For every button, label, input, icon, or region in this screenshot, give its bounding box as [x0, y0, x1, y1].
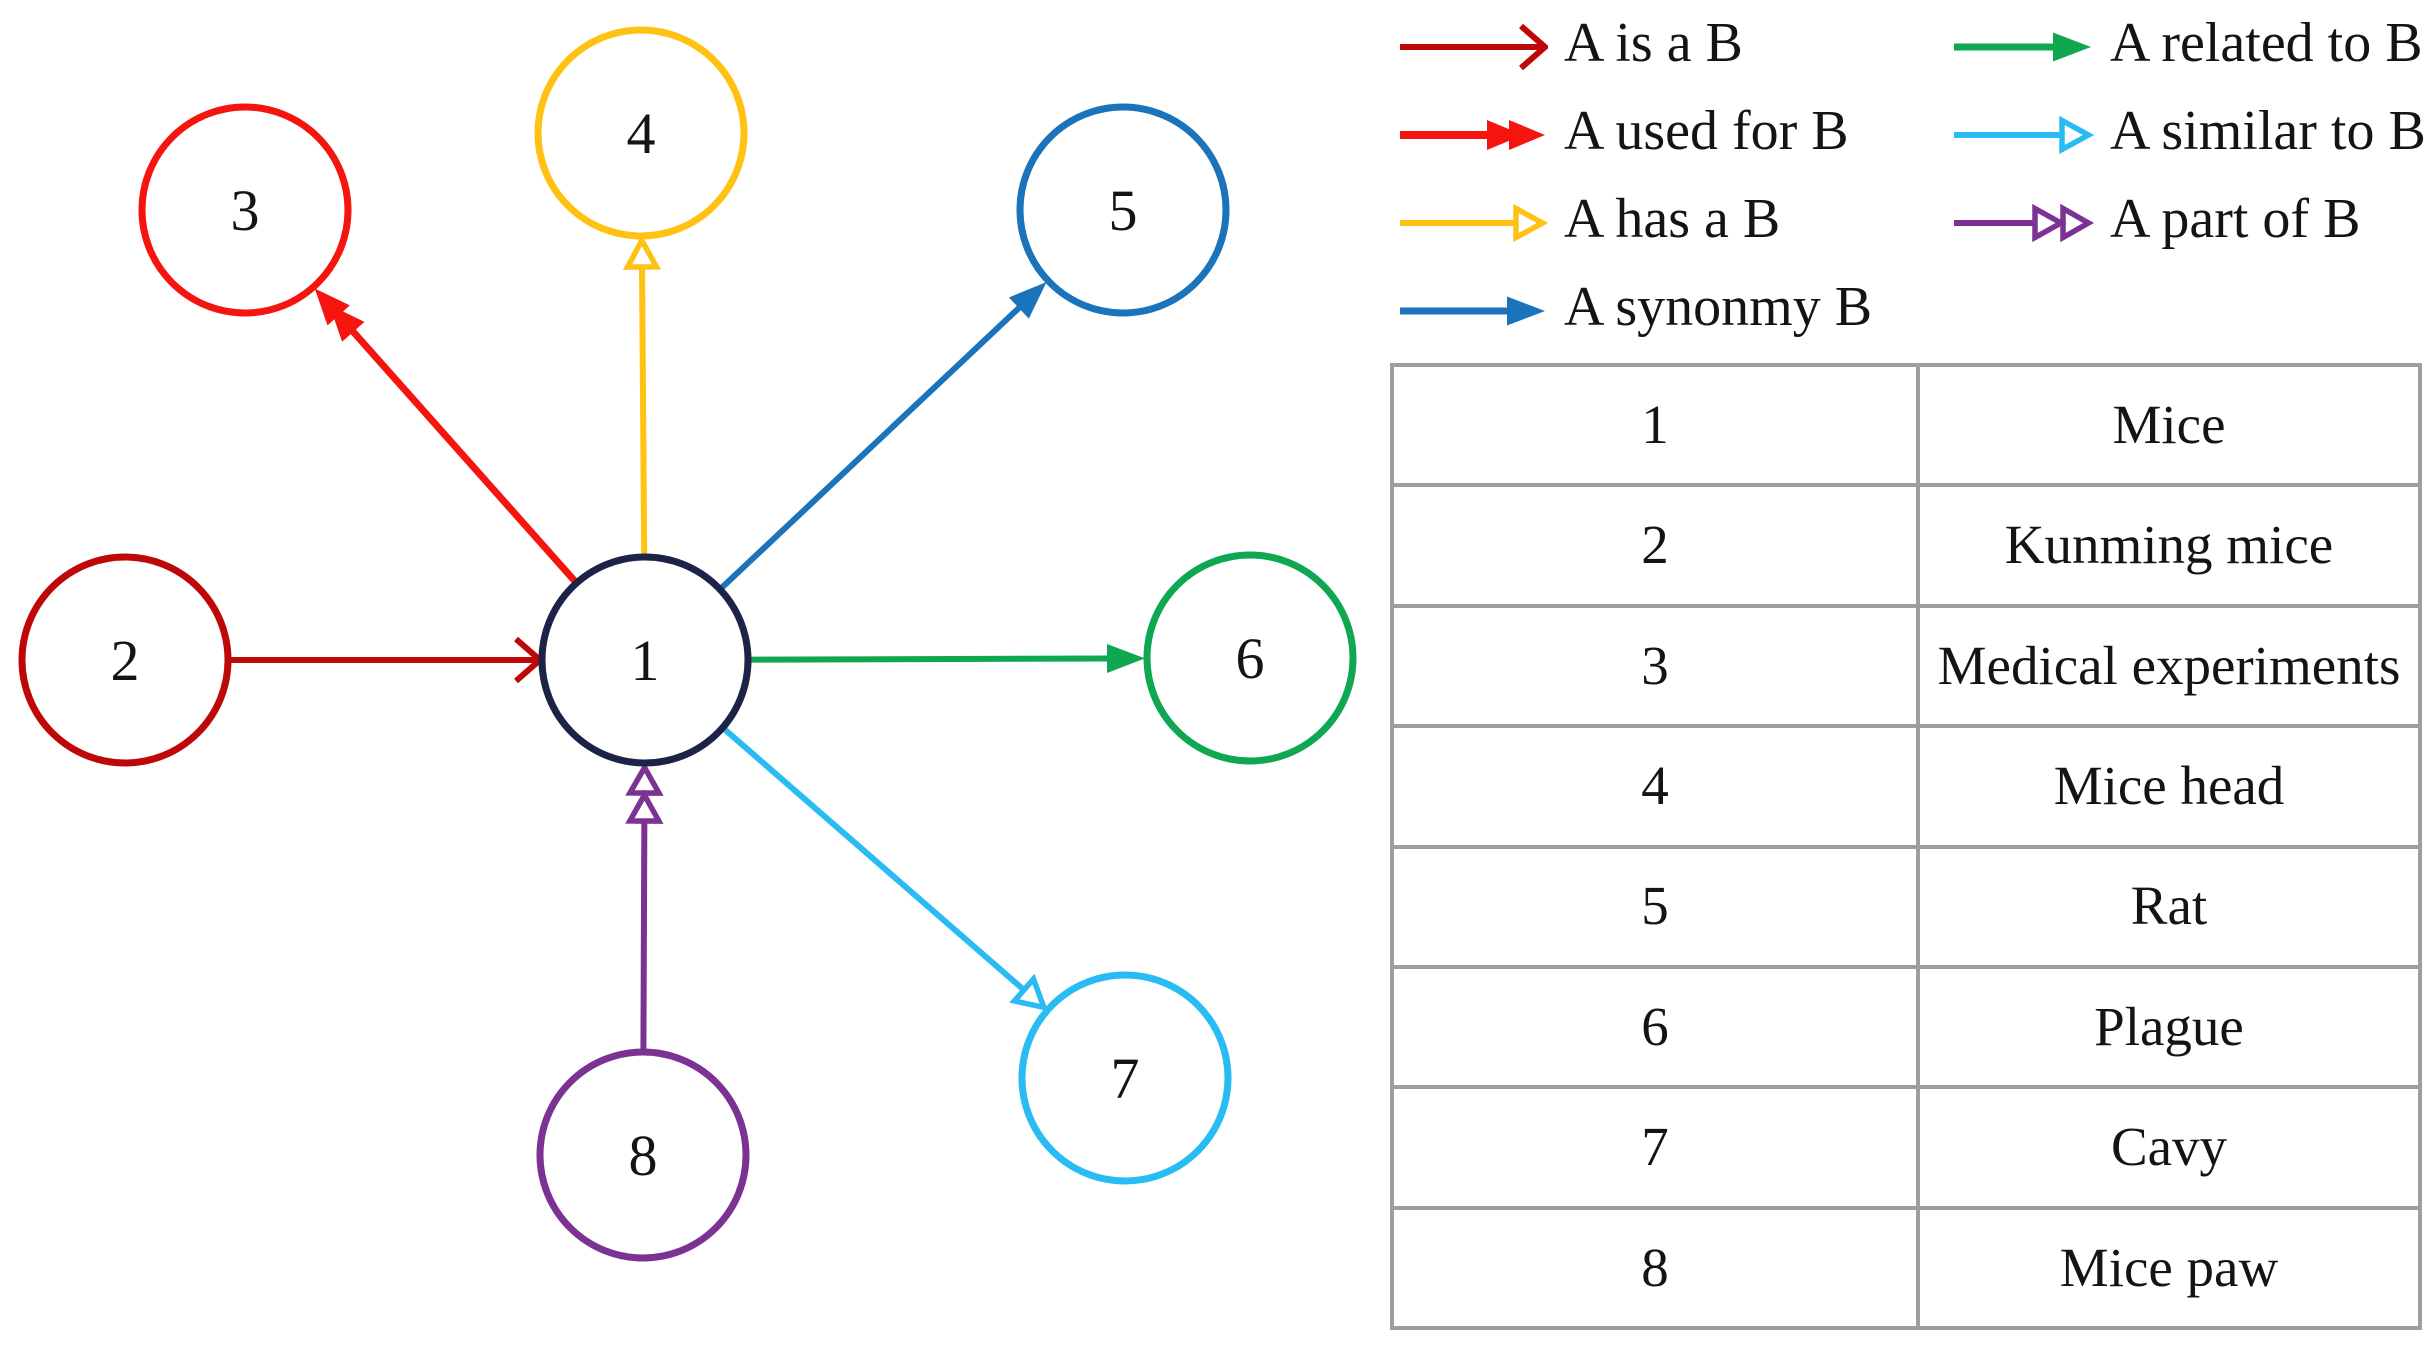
node-id-cell: 3 — [1390, 603, 1920, 729]
open-triangle-arrowhead-icon — [1513, 203, 1548, 243]
open-triangle-arrowhead-icon — [622, 234, 662, 270]
open-v-arrowhead-icon — [1519, 23, 1548, 71]
node-id-cell: 7 — [1390, 1085, 1920, 1210]
legend-arrow-icon — [1954, 115, 2094, 155]
legend-arrow-icon — [1400, 296, 1545, 326]
legend-column-2: A related to B A similar to B A part of B — [1952, 3, 2426, 267]
graph-edge-2-to-1 — [231, 636, 545, 684]
legend-item: A similar to B — [1952, 91, 2426, 179]
graph-node-3: 3 — [138, 103, 352, 317]
double-open-arrowhead-icon — [2032, 203, 2094, 243]
legend-arrow-icon — [1954, 203, 2094, 243]
graph-node-7: 7 — [1018, 971, 1232, 1185]
legend-item: A has a B — [1398, 179, 1872, 267]
graph-edge-8-to-1 — [625, 761, 664, 1050]
legend-column-1: A is a B A used for B A has a B A synonmy B — [1398, 3, 1872, 355]
legend-arrow-icon — [1954, 32, 2091, 62]
graph-edge-1-to-5 — [720, 281, 1047, 590]
legend-item-label: A similar to B — [2110, 100, 2426, 162]
graph-node-8: 8 — [536, 1048, 750, 1262]
node-label-cell: Kunming mice — [1916, 483, 2422, 608]
graph-node-label: 4 — [627, 101, 656, 166]
relation-graph: 1 2 3 4 5 6 7 8 — [18, 26, 1357, 1262]
node-id-cell: 2 — [1390, 483, 1920, 608]
open-triangle-arrowhead-icon — [2059, 115, 2094, 155]
legend-item-label: A has a B — [1564, 188, 1781, 250]
legend-item-label: A related to B — [2110, 12, 2423, 74]
node-label-cell: Mice — [1916, 362, 2422, 488]
graph-node-label: 3 — [231, 178, 260, 243]
filled-arrowhead-icon — [2053, 32, 2091, 62]
graph-node-2: 2 — [18, 553, 232, 767]
filled-arrowhead-icon — [1106, 643, 1146, 673]
double-open-arrowhead-icon — [625, 761, 664, 824]
legend-item: A related to B — [1952, 3, 2426, 91]
open-triangle-arrowhead-icon — [1009, 973, 1049, 1012]
graph-node-1: 1 — [538, 553, 752, 767]
graph-node-label: 2 — [111, 628, 140, 693]
node-label-cell: Mice head — [1916, 724, 2422, 849]
legend-arrow-icon — [1400, 120, 1545, 150]
legend-item: A is a B — [1398, 3, 1872, 91]
legend-item: A synonmy B — [1398, 267, 1872, 355]
node-label-cell: Mice paw — [1916, 1205, 2422, 1331]
graph-edge-1-to-6 — [750, 643, 1146, 673]
legend-item-label: A synonmy B — [1564, 276, 1873, 338]
graph-node-label: 5 — [1109, 178, 1138, 243]
graph-edge-1-to-3 — [314, 288, 578, 584]
graph-edge-1-to-7 — [722, 727, 1049, 1012]
double-filled-arrowhead-icon — [1487, 120, 1545, 150]
double-filled-arrowhead-icon — [314, 288, 365, 342]
graph-node-label: 8 — [629, 1123, 658, 1188]
node-id-cell: 8 — [1390, 1205, 1920, 1331]
graph-node-4: 4 — [534, 26, 748, 240]
legend-item-label: A used for B — [1564, 100, 1849, 162]
graph-edge-1-to-4 — [622, 234, 662, 555]
node-label-cell: Plague — [1916, 964, 2422, 1090]
legend-item-label: A part of B — [2110, 188, 2361, 250]
node-label-cell: Cavy — [1916, 1085, 2422, 1210]
filled-arrowhead-icon — [1008, 281, 1047, 319]
legend-item: A used for B — [1398, 91, 1872, 179]
filled-arrowhead-icon — [1507, 296, 1545, 326]
node-label-cell: Rat — [1916, 844, 2422, 969]
graph-node-6: 6 — [1143, 551, 1357, 765]
graph-node-label: 1 — [631, 628, 660, 693]
legend-arrow-icon — [1400, 203, 1548, 243]
legend-item: A part of B — [1952, 179, 2426, 267]
legend-item-label: A is a B — [1564, 12, 1743, 74]
node-id-cell: 4 — [1390, 724, 1920, 849]
node-id-cell: 1 — [1390, 362, 1920, 488]
node-label-cell: Medical experiments — [1916, 603, 2422, 729]
node-id-cell: 5 — [1390, 844, 1920, 969]
graph-node-label: 6 — [1236, 626, 1265, 691]
graph-node-5: 5 — [1016, 103, 1230, 317]
legend-arrow-icon — [1400, 23, 1548, 71]
node-id-cell: 6 — [1390, 964, 1920, 1090]
graph-node-label: 7 — [1111, 1046, 1140, 1111]
